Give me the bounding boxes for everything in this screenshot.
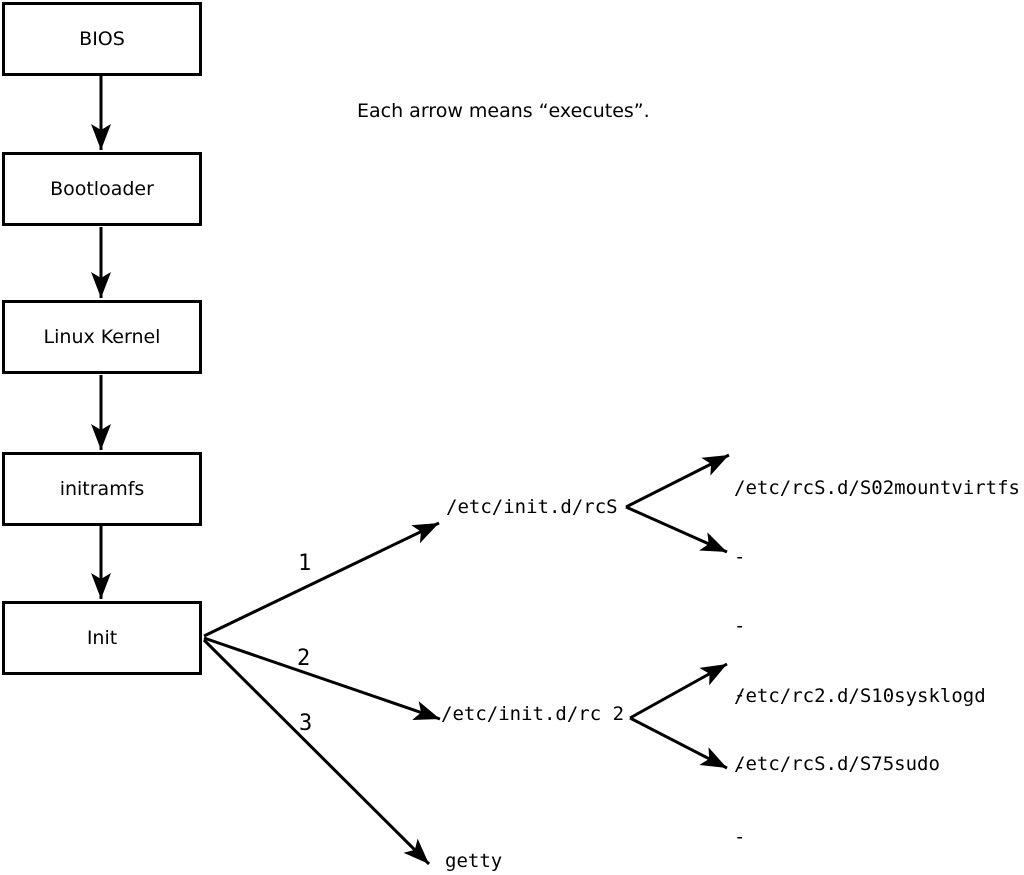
box-linux-kernel: Linux Kernel — [2, 300, 202, 374]
box-initramfs-label: initramfs — [59, 478, 145, 500]
box-bootloader: Bootloader — [2, 152, 202, 226]
arrow-init-to-rcs — [203, 521, 440, 638]
box-init: Init — [2, 601, 202, 675]
branch-number-2: 2 — [297, 646, 311, 671]
legend-note: Each arrow means “executes”. — [357, 100, 650, 122]
target-rc2-script: /etc/init.d/rc 2 — [441, 703, 625, 725]
arrow-rc2-to-last-script — [629, 716, 728, 770]
rcs-script-last: /etc/rcS.d/S75sudo — [734, 753, 940, 775]
box-bootloader-label: Bootloader — [50, 178, 154, 200]
rc2-script-list: /etc/rc2.d/S10sysklogd - - - /etc/rc2.d/… — [734, 639, 986, 875]
rc2-script-ellipsis: - — [734, 826, 746, 848]
rc2-script-first: /etc/rc2.d/S10sysklogd — [734, 685, 986, 707]
rcs-script-ellipsis: - — [734, 615, 746, 637]
arrow-rc2-to-first-script — [629, 662, 728, 720]
box-init-label: Init — [86, 627, 118, 649]
box-initramfs: initramfs — [2, 452, 202, 526]
arrow-rcs-to-last-script — [625, 505, 728, 554]
arrow-init-to-getty — [202, 638, 431, 866]
rcs-script-ellipsis: - — [734, 684, 746, 706]
branch-number-3: 3 — [299, 711, 313, 736]
rcs-script-first: /etc/rcS.d/S02mountvirtfs — [734, 477, 1020, 499]
target-getty: getty — [445, 850, 503, 872]
rcs-script-ellipsis: - — [734, 546, 746, 568]
rcs-script-list: /etc/rcS.d/S02mountvirtfs - - - /etc/rcS… — [734, 432, 1020, 821]
target-rcs-script: /etc/init.d/rcS — [446, 496, 618, 518]
box-bios-label: BIOS — [79, 28, 125, 50]
arrow-init-to-rc2 — [203, 636, 441, 721]
box-bios: BIOS — [2, 2, 202, 76]
rc2-script-ellipsis: - — [734, 755, 746, 778]
branch-number-1: 1 — [298, 551, 312, 576]
arrow-rcs-to-first-script — [625, 453, 730, 509]
box-linux-kernel-label: Linux Kernel — [43, 326, 161, 348]
